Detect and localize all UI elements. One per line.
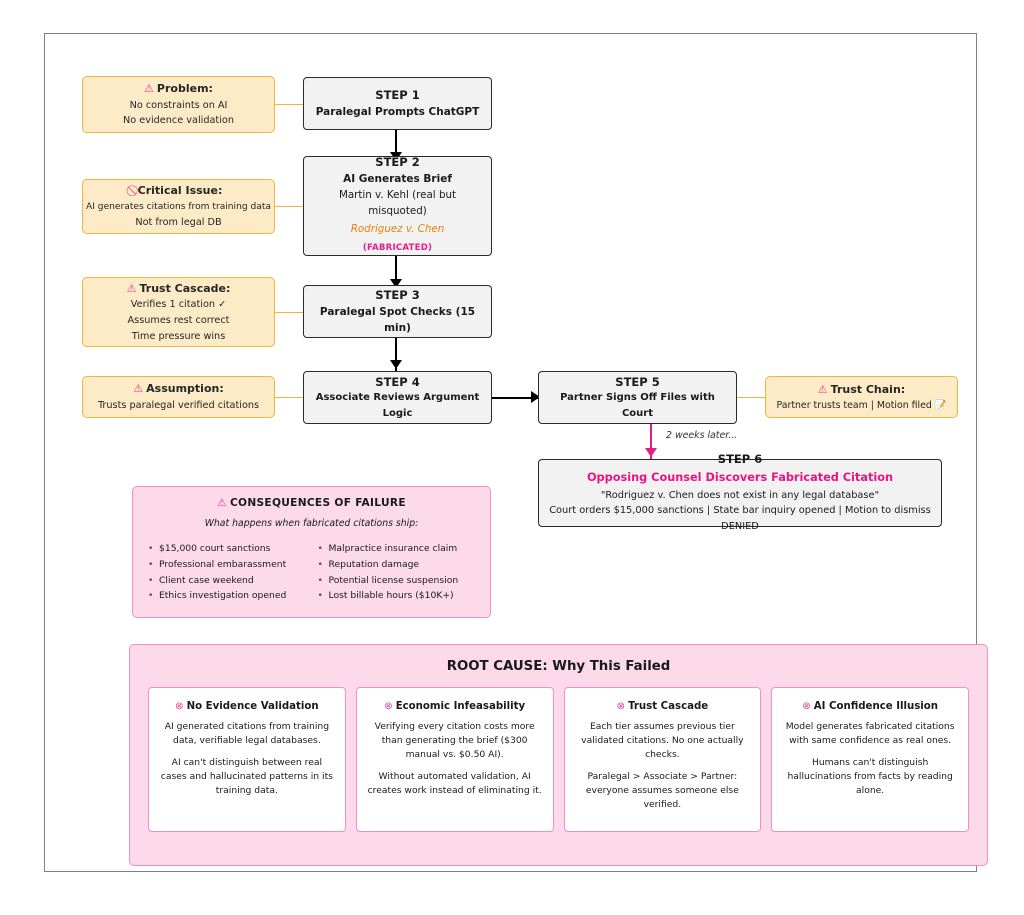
annotation-assumption-title: ⚠Assumption: xyxy=(133,382,224,396)
warning-triangle-icon: ⚠ xyxy=(133,382,144,396)
annotation-trust-cascade-title: ⚠Trust Cascade: xyxy=(126,281,231,295)
list-item: Ethics investigation opened xyxy=(147,588,307,604)
root-cause-card-paragraph: AI generated citations from training dat… xyxy=(164,721,330,746)
step4-title: STEP 4 xyxy=(375,374,420,389)
step2-title: STEP 2 xyxy=(375,154,420,169)
list-item: Reputation damage xyxy=(317,557,477,573)
connector-assumption-to-step4 xyxy=(275,397,303,398)
warning-triangle-icon: ⚠ xyxy=(144,81,154,95)
arrowhead-step5-step6 xyxy=(644,448,657,457)
step1-line-1: Paralegal Prompts ChatGPT xyxy=(315,105,480,118)
arrowhead-step3-step4 xyxy=(389,360,402,369)
connector-critical-to-step2 xyxy=(275,206,303,207)
annotation-trust-chain: ⚠Trust Chain: Partner trusts team | Moti… xyxy=(765,376,958,418)
list-item: Client case weekend xyxy=(147,573,307,589)
root-cause-card-paragraph: Without automated validation, AI creates… xyxy=(367,770,542,796)
arrowhead-step4-step5 xyxy=(531,390,540,403)
step3-line-1: Paralegal Spot Checks (15 min) xyxy=(319,305,476,334)
root-cause-card-paragraph: Paralegal > Associate > Partner: everyon… xyxy=(585,770,739,810)
step2-citation-fabricated: Rodriguez v. Chen xyxy=(350,222,445,235)
root-cause-card-paragraph: AI can't distinguish between real cases … xyxy=(160,756,333,796)
edge-label-delay: 2 weeks later... xyxy=(666,430,738,441)
step5-line-1: Partner Signs Off Files with Court xyxy=(560,392,715,419)
list-item: Lost billable hours ($10K+) xyxy=(317,588,477,604)
panel-consequences: ⚠CONSEQUENCES OF FAILURE What happens wh… xyxy=(132,486,491,618)
connector-problem-to-step1 xyxy=(275,104,303,105)
node-step3[interactable]: STEP 3 Paralegal Spot Checks (15 min) xyxy=(303,285,492,338)
connector-step3-to-step4 xyxy=(395,338,397,380)
root-cause-card-paragraph: Verifying every citation costs more than… xyxy=(374,721,535,760)
root-cause-card-heading: ⊗Trust Cascade xyxy=(616,701,709,712)
connector-step4-to-step5 xyxy=(492,397,538,399)
connector-step5-to-step6 xyxy=(650,423,652,460)
consequences-title: ⚠CONSEQUENCES OF FAILURE xyxy=(217,497,406,509)
root-cause-card-paragraph: Model generates fabricated citations wit… xyxy=(785,721,955,746)
diagram-frame: 2 weeks later... ⚠Problem: No constraint… xyxy=(44,33,988,872)
annotation-trust-cascade-line-1: Verifies 1 citation ✓ xyxy=(130,299,227,311)
list-item: Malpractice insurance claim xyxy=(317,541,477,557)
connector-step5-to-trustchain xyxy=(737,397,765,398)
root-cause-card-ai-confidence-illusion: ⊗AI Confidence Illusion Model generates … xyxy=(771,687,969,832)
root-cause-title: ROOT CAUSE: Why This Failed xyxy=(446,659,671,674)
consequences-column-right: Malpractice insurance claim Reputation d… xyxy=(317,541,477,604)
step5-title: STEP 5 xyxy=(615,374,660,389)
root-cause-card-no-evidence-validation: ⊗No Evidence Validation AI generated cit… xyxy=(148,687,346,832)
root-cause-card-trust-cascade: ⊗Trust Cascade Each tier assumes previou… xyxy=(563,687,762,832)
root-cause-card-paragraph: Each tier assumes previous tier validate… xyxy=(581,721,744,760)
annotation-trust-cascade: ⚠Trust Cascade: Verifies 1 citation ✓ As… xyxy=(82,277,275,347)
annotation-assumption: ⚠Assumption: Trusts paralegal verified c… xyxy=(82,376,275,418)
step2-citation-real: Martin v. Kehl (real but misquoted) xyxy=(338,188,457,218)
node-step6[interactable]: STEP 6 Opposing Counsel Discovers Fabric… xyxy=(538,452,942,532)
annotation-problem-title: ⚠Problem: xyxy=(144,81,213,95)
arrowhead-step2-step3 xyxy=(389,279,402,288)
step6-title: STEP 6 xyxy=(717,452,763,467)
node-step4[interactable]: STEP 4 Associate Reviews Argument Logic xyxy=(303,371,492,424)
warning-triangle-icon: ⚠ xyxy=(126,281,137,295)
node-step5[interactable]: STEP 5 Partner Signs Off Files with Cour… xyxy=(538,371,737,424)
root-cause-card-heading: ⊗No Evidence Validation xyxy=(175,701,319,712)
annotation-critical-issue: ⃠Critical Issue: AI generates citations … xyxy=(82,179,275,234)
annotation-problem-line-1: No constraints on AI xyxy=(129,99,228,111)
step6-outcome: Court orders $15,000 sanctions | State b… xyxy=(549,505,931,533)
step2-line-1: AI Generates Brief xyxy=(343,172,452,185)
root-cause-card-heading: ⊗AI Confidence Illusion xyxy=(802,701,939,712)
consequences-subtitle: What happens when fabricated citations s… xyxy=(204,518,419,529)
annotation-problem: ⚠Problem: No constraints on AI No eviden… xyxy=(82,76,275,133)
annotation-critical-issue-line-1: AI generates citations from training dat… xyxy=(86,202,271,213)
connector-trustcascade-to-step3 xyxy=(275,312,303,313)
circled-x-icon: ⊗ xyxy=(384,701,393,712)
annotation-problem-line-2: No evidence validation xyxy=(123,115,234,127)
circled-x-icon: ⊗ xyxy=(616,701,626,712)
list-item: Potential license suspension xyxy=(317,573,477,589)
step6-quote: "Rodriguez v. Chen does not exist in any… xyxy=(600,489,880,501)
annotation-critical-issue-line-2: Not from legal DB xyxy=(135,216,222,228)
list-item: $15,000 court sanctions xyxy=(147,541,307,557)
annotation-trust-cascade-line-2: Assumes rest correct xyxy=(127,314,230,326)
circled-x-icon: ⊗ xyxy=(802,701,811,712)
warning-triangle-icon: ⚠ xyxy=(217,497,227,509)
step6-alert: Opposing Counsel Discovers Fabricated Ci… xyxy=(586,470,894,484)
warning-triangle-icon: ⚠ xyxy=(817,382,828,396)
annotation-critical-issue-title: ⃠Critical Issue: xyxy=(137,184,223,198)
step1-title: STEP 1 xyxy=(375,88,420,103)
step3-title: STEP 3 xyxy=(375,287,420,302)
root-cause-card-economic-infeasability: ⊗Economic Infeasability Verifying every … xyxy=(355,687,554,832)
list-item: Professional embarassment xyxy=(147,557,307,573)
panel-root-cause: ROOT CAUSE: Why This Failed ⊗No Evidence… xyxy=(129,644,988,866)
step4-line-1: Associate Reviews Argument Logic xyxy=(315,392,480,419)
circled-x-icon: ⊗ xyxy=(175,701,184,712)
annotation-trust-chain-line-1: Partner trusts team | Motion filed 📝 xyxy=(776,400,947,412)
node-step2[interactable]: STEP 2 AI Generates Brief Martin v. Kehl… xyxy=(303,154,492,256)
root-cause-card-paragraph: Humans can't distinguish hallucinations … xyxy=(787,756,953,796)
annotation-trust-chain-title: ⚠Trust Chain: xyxy=(817,382,906,396)
step2-fabricated-tag: (FABRICATED) xyxy=(362,243,433,254)
annotation-assumption-line-1: Trusts paralegal verified citations xyxy=(97,399,260,411)
node-step1[interactable]: STEP 1 Paralegal Prompts ChatGPT xyxy=(303,77,492,130)
consequences-column-left: $15,000 court sanctions Professional emb… xyxy=(147,541,307,604)
root-cause-card-heading: ⊗Economic Infeasability xyxy=(384,701,526,712)
annotation-trust-cascade-line-3: Time pressure wins xyxy=(131,330,226,342)
